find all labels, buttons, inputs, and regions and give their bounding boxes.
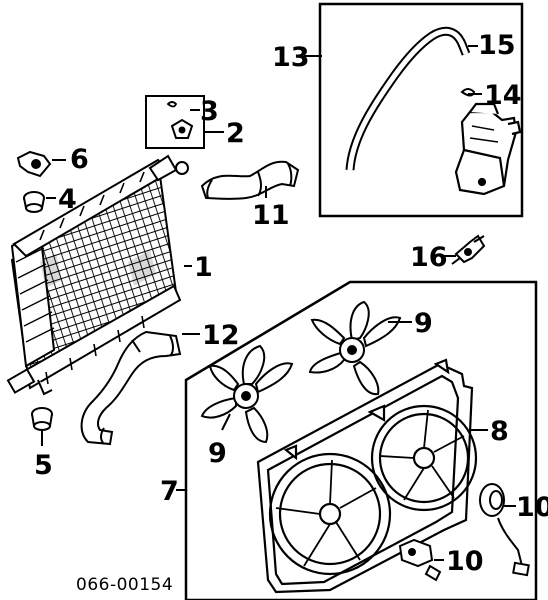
radiator (6, 154, 189, 396)
callout-2: 2 (226, 118, 245, 149)
callout-11: 11 (252, 200, 290, 231)
fan-shroud (256, 358, 478, 594)
callout-3: 3 (200, 96, 219, 127)
fan-blade-lower (200, 344, 294, 444)
callout-7: 7 (160, 476, 179, 507)
mounting-bracket-6 (16, 150, 52, 178)
callout-9-lower: 9 (208, 438, 227, 469)
callout-14: 14 (484, 80, 522, 111)
callout-16: 16 (410, 242, 448, 273)
radiator-cap-box (145, 95, 205, 149)
callout-4: 4 (58, 184, 77, 215)
callout-12: 12 (202, 320, 240, 351)
reservoir-tank (454, 102, 522, 196)
lower-radiator-hose (80, 330, 182, 446)
callout-labels: 13 15 14 3 2 6 4 11 1 16 12 9 9 8 5 7 10… (34, 30, 548, 595)
leader-lines (41, 45, 516, 561)
callout-5: 5 (34, 450, 53, 481)
upper-radiator-hose (200, 160, 300, 200)
callout-10-bottom: 10 (446, 546, 484, 577)
mount-insulator-5 (31, 407, 53, 431)
fan-connector (398, 538, 442, 582)
mount-insulator-4 (23, 191, 45, 213)
callout-15: 15 (478, 30, 516, 61)
callout-9-upper: 9 (414, 308, 433, 339)
callout-8: 8 (490, 416, 509, 447)
reservoir-group-frame (318, 2, 524, 218)
callout-6: 6 (70, 144, 89, 175)
fan-motor (479, 483, 530, 577)
wire-clip (451, 234, 486, 265)
callout-10-right: 10 (516, 492, 548, 523)
fan-blade-upper (308, 300, 402, 396)
callout-13: 13 (272, 42, 310, 73)
fan-assembly-frame (184, 280, 538, 600)
callout-1: 1 (194, 252, 213, 283)
overflow-hose (345, 26, 471, 171)
diagram-code: 066-00154 (76, 575, 173, 595)
